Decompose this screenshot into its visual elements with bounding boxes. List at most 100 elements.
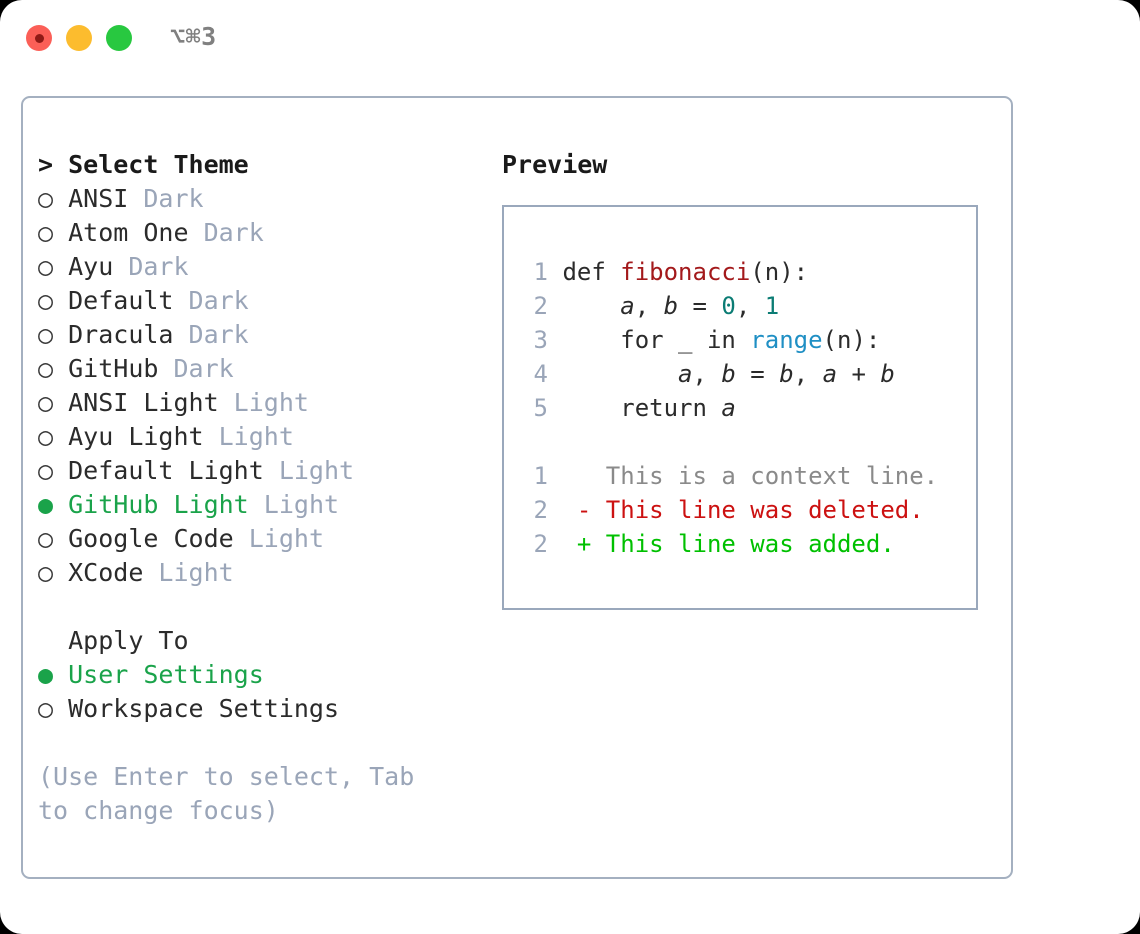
code-token: = (678, 292, 722, 320)
theme-option-ayu-light[interactable]: ○ Ayu Light Light (38, 420, 478, 454)
theme-option-dracula[interactable]: ○ Dracula Dark (38, 318, 478, 352)
theme-option-label: Dracula (68, 320, 174, 349)
theme-variant-tag: Light (203, 422, 294, 451)
code-token: (n): (822, 326, 881, 354)
keyboard-shortcut-label: ⌥⌘3 (170, 22, 217, 51)
title-bar: ⌥⌘3 (0, 0, 1140, 78)
theme-option-ansi[interactable]: ○ ANSI Dark (38, 182, 478, 216)
theme-selection-column: > Select Theme ○ ANSI Dark○ Atom One Dar… (38, 148, 478, 828)
radio-unselected-icon: ○ (38, 320, 69, 349)
window-controls (26, 25, 132, 51)
minimize-button[interactable] (66, 25, 92, 51)
radio-unselected-icon: ○ (38, 422, 69, 451)
code-token: , (634, 292, 664, 320)
code-token: b (880, 360, 895, 388)
diff-line-add: 2 + This line was added. (526, 527, 976, 561)
code-token: for _ in (562, 326, 751, 354)
line-number: 5 (533, 394, 548, 422)
theme-option-label: XCode (68, 558, 144, 587)
apply-to-option-list: ● User Settings○ Workspace Settings (38, 658, 478, 726)
theme-option-label: ANSI (68, 184, 129, 213)
radio-selected-icon: ● (38, 660, 69, 689)
list-spacer (38, 590, 478, 624)
code-token: return (562, 394, 722, 422)
theme-option-xcode[interactable]: ○ XCode Light (38, 556, 478, 590)
theme-option-label: GitHub Light (68, 490, 249, 519)
theme-variant-tag: Light (233, 524, 324, 553)
line-number: 3 (533, 326, 548, 354)
radio-unselected-icon: ○ (38, 286, 69, 315)
code-line: 4 a, b = b, a + b (526, 357, 976, 391)
code-token: = (735, 360, 780, 388)
theme-option-google-code[interactable]: ○ Google Code Light (38, 522, 478, 556)
theme-option-label: GitHub (68, 354, 159, 383)
code-token: 1 (764, 292, 780, 320)
apply-to-heading-marker: ○ (38, 626, 68, 655)
code-line: 2 a, b = 0, 1 (526, 289, 976, 323)
theme-option-ansi-light[interactable]: ○ ANSI Light Light (38, 386, 478, 420)
code-token (562, 360, 678, 388)
code-token: b (663, 292, 679, 320)
code-token: a (678, 360, 693, 388)
theme-option-default-light[interactable]: ○ Default Light Light (38, 454, 478, 488)
theme-variant-tag: Dark (113, 252, 189, 281)
close-button[interactable] (26, 25, 52, 51)
theme-variant-tag: Dark (188, 218, 264, 247)
code-token: b (721, 360, 736, 388)
keyboard-hint-text: (Use Enter to select, Tab to change focu… (38, 762, 415, 825)
code-token: + (837, 360, 881, 388)
code-token: a (822, 360, 838, 388)
radio-unselected-icon: ○ (38, 456, 69, 485)
theme-option-label: Atom One (68, 218, 189, 247)
apply-to-option-label: User Settings (68, 660, 264, 689)
theme-option-label: ANSI Light (68, 388, 219, 417)
theme-variant-tag: Light (263, 456, 355, 485)
code-line: 5 return a (526, 391, 976, 425)
theme-option-atom-one[interactable]: ○ Atom One Dark (38, 216, 478, 250)
code-token: , (735, 292, 765, 320)
radio-selected-icon: ● (38, 490, 69, 519)
apply-to-option-user-settings[interactable]: ● User Settings (38, 658, 478, 692)
line-number: 2 (533, 530, 548, 558)
code-diff-spacer (526, 425, 976, 459)
theme-variant-tag: Light (143, 558, 234, 587)
maximize-button[interactable] (106, 25, 132, 51)
apply-to-option-label: Workspace Settings (68, 694, 340, 723)
radio-unselected-icon: ○ (38, 184, 69, 213)
line-number: 1 (533, 258, 548, 286)
theme-option-label: Ayu (68, 252, 114, 281)
line-number: 2 (533, 496, 548, 524)
radio-unselected-icon: ○ (38, 524, 69, 553)
theme-option-ayu[interactable]: ○ Ayu Dark (38, 250, 478, 284)
theme-option-label: Google Code (68, 524, 234, 553)
preview-heading: Preview (502, 150, 608, 179)
radio-unselected-icon: ○ (38, 694, 69, 723)
theme-option-label: Default Light (68, 456, 264, 485)
theme-picker-dialog: > Select Theme ○ ANSI Dark○ Atom One Dar… (21, 96, 1013, 879)
theme-variant-tag: Dark (158, 354, 234, 383)
apply-to-option-workspace-settings[interactable]: ○ Workspace Settings (38, 692, 478, 726)
diff-line-text: This is a context line. (548, 462, 939, 490)
theme-option-github[interactable]: ○ GitHub Dark (38, 352, 478, 386)
code-line: 3 for _ in range(n): (526, 323, 976, 357)
theme-variant-tag: Dark (173, 320, 249, 349)
theme-variant-tag: Dark (128, 184, 204, 213)
radio-unselected-icon: ○ (38, 354, 69, 383)
theme-option-github-light[interactable]: ● GitHub Light Light (38, 488, 478, 522)
theme-variant-tag: Light (218, 388, 309, 417)
code-token: def (562, 258, 621, 286)
diff-sample: 1 This is a context line.2 - This line w… (526, 459, 976, 561)
diff-line-text: - This line was deleted. (548, 496, 924, 524)
theme-option-list: ○ ANSI Dark○ Atom One Dark○ Ayu Dark○ De… (38, 182, 478, 590)
radio-unselected-icon: ○ (38, 218, 69, 247)
code-token: (n): (750, 258, 809, 286)
code-token: b (779, 360, 794, 388)
diff-line-del: 2 - This line was deleted. (526, 493, 976, 527)
theme-variant-tag: Light (248, 490, 340, 519)
theme-option-label: Default (68, 286, 174, 315)
theme-option-default[interactable]: ○ Default Dark (38, 284, 478, 318)
code-token: fibonacci (620, 258, 751, 286)
code-token: a (721, 394, 736, 422)
